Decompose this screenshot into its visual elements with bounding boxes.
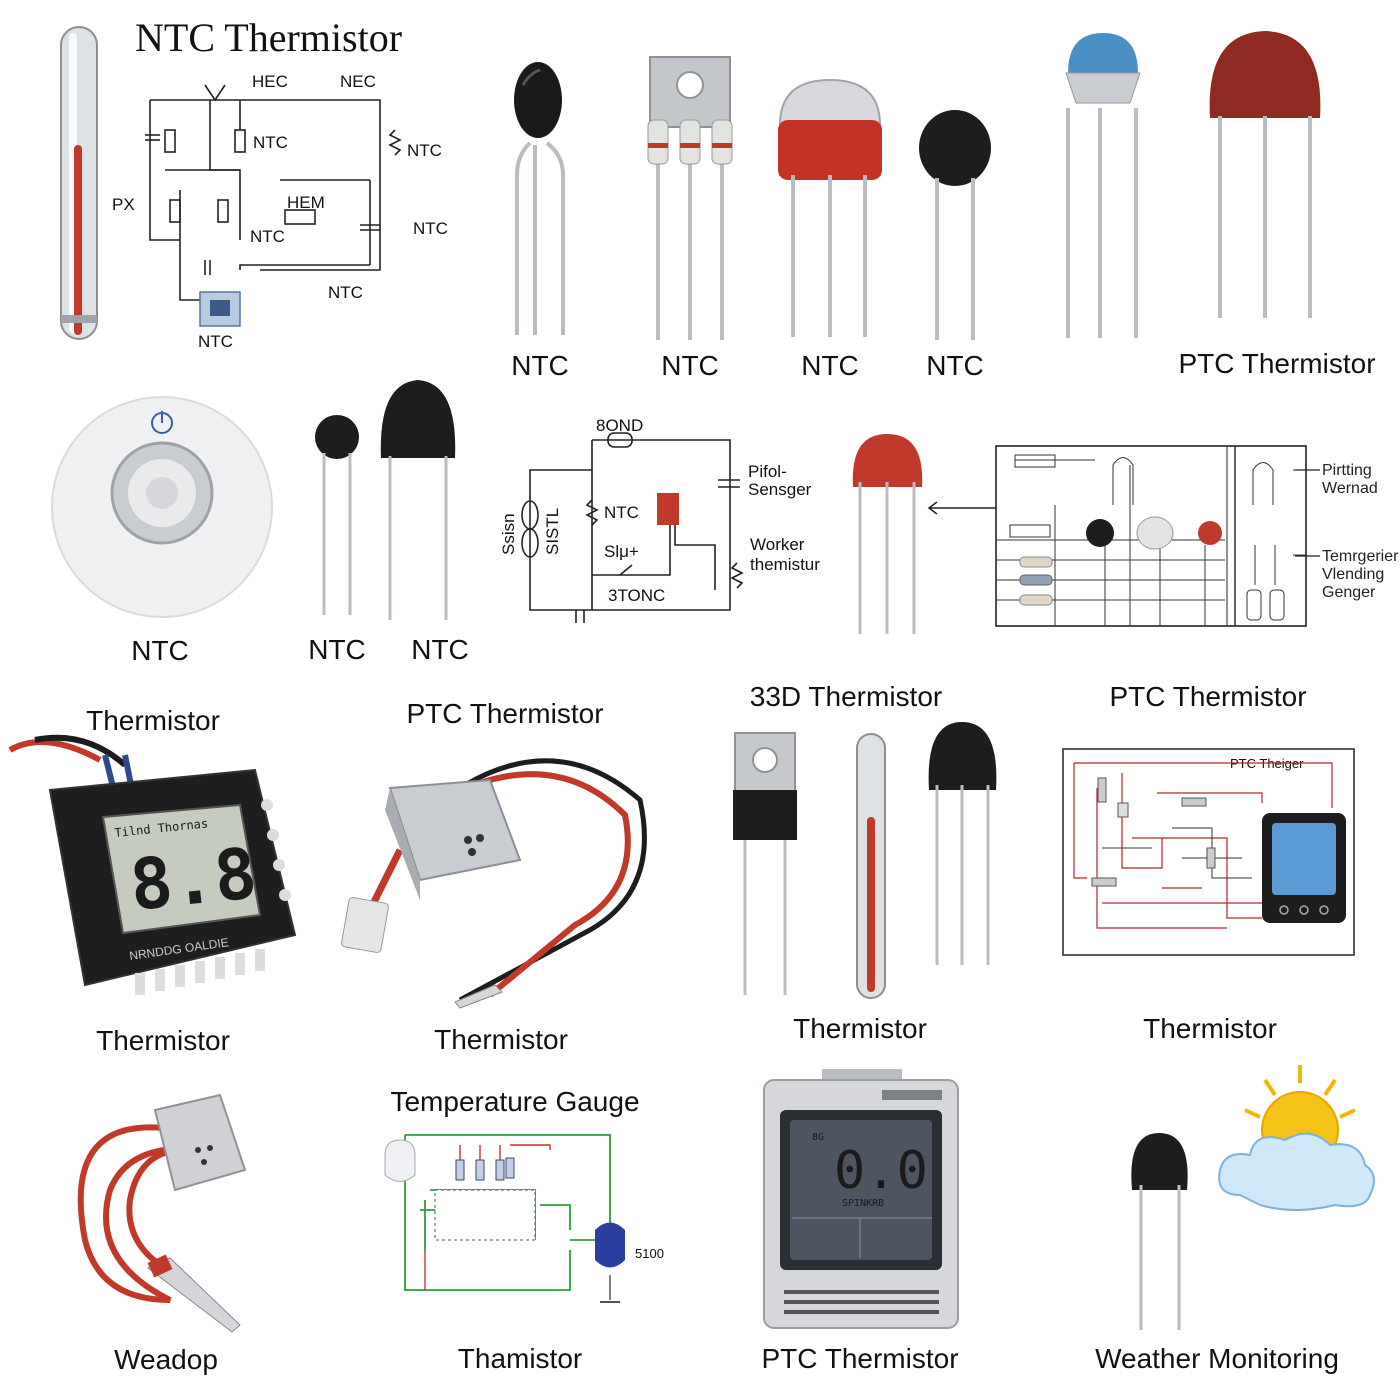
temperature-gauge-circuit: 5100	[384, 1134, 664, 1303]
thermistor-schematic-board	[995, 445, 1307, 627]
ptc-blue-cap-icon	[1065, 33, 1141, 338]
wired-probe-icon	[77, 1093, 247, 1333]
circuit-label: Slμ+	[604, 542, 639, 561]
ntc-tab-package-icon	[647, 56, 733, 340]
glass-probe-icon	[856, 733, 886, 999]
ntc-small-bead-icon	[315, 415, 359, 615]
component-label: 33D Thermistor	[749, 681, 943, 712]
ntc-large-bead-icon	[380, 380, 456, 620]
sensor-circuit-diagram: 8OND Pifol- Sensger NTC Slμ+ 3TONC Worke…	[499, 416, 820, 623]
ntc-circuit-diagram: HEC NEC NTC NTC PX HEM NTC NTC NTC NTC	[112, 72, 448, 351]
component-label: Thamistor	[457, 1343, 583, 1374]
page-title: NTC Thermistor	[135, 15, 403, 60]
component-label: PTC Thermistor	[1178, 348, 1376, 379]
arrow-left-icon	[927, 501, 997, 515]
thermistor-33d-tab-icon	[733, 732, 797, 995]
ntc-disc-black-icon	[919, 110, 991, 340]
component-label: Temperature Gauge	[390, 1086, 640, 1117]
gauge-label: 5100	[635, 1246, 664, 1261]
ntc-disc-red-icon	[778, 78, 882, 337]
circuit-label: Worker	[750, 535, 805, 554]
component-label: Weather Monitoring	[1095, 1343, 1339, 1374]
component-label: Weadop	[114, 1344, 218, 1375]
circuit-label: SISTL	[543, 508, 562, 555]
ptc-brown-disc-icon	[1209, 31, 1321, 318]
circuit-label: HEC	[252, 72, 288, 91]
weather-sun-cloud-icon	[1218, 1065, 1375, 1211]
circuit-label: Ssisn	[499, 513, 518, 555]
circuit-label: NTC	[198, 332, 233, 351]
circuit-label: PX	[112, 195, 135, 214]
component-label: Thermistor	[793, 1013, 927, 1044]
ptc-circuit-board: PTC Theiger	[1062, 748, 1355, 956]
component-label: NTC	[411, 634, 469, 665]
lcd-digits: 0.0	[834, 1141, 928, 1201]
circuit-label: NEC	[340, 72, 376, 91]
component-label: Thermistor	[1143, 1013, 1277, 1044]
lcd-digits: 8.8	[126, 832, 260, 927]
component-label: NTC	[661, 350, 719, 381]
component-label: NTC	[131, 635, 189, 666]
ntc-sensor-disc-icon	[51, 396, 273, 618]
circuit-label: NTC	[413, 219, 448, 238]
glass-probe-icon	[60, 26, 98, 340]
circuit-label: NTC	[253, 133, 288, 152]
circuit-label: NTC	[328, 283, 363, 302]
circuit-label: 8OND	[596, 416, 643, 435]
circuit-label: NTC	[407, 141, 442, 160]
component-label: NTC	[308, 634, 366, 665]
component-label: NTC	[926, 350, 984, 381]
ptc-red-dome-icon	[852, 434, 923, 634]
circuit-label: NTC	[604, 503, 639, 522]
ntc-bead-black-icon	[514, 62, 565, 335]
circuit-label: themistur	[750, 555, 820, 574]
lcd-top: 8G	[812, 1132, 824, 1143]
leader-line	[1295, 469, 1320, 557]
component-label: Thermistor	[434, 1024, 568, 1055]
circuit-label: 3TONC	[608, 586, 665, 605]
circuit-label: HEM	[287, 193, 325, 212]
component-label: PTC Thermistor	[761, 1343, 959, 1374]
circuit-label: NTC	[250, 227, 285, 246]
component-label: Thermistor	[96, 1025, 230, 1056]
component-label: Thermistor	[86, 705, 220, 736]
ntc-disc-black-icon	[928, 722, 997, 965]
thermistor-controller-device: Tilnd Thornas 8.8 NRNDDG OALDIE	[8, 734, 297, 995]
lcd-sub: SPINKRB	[842, 1198, 884, 1209]
component-label: NTC	[511, 350, 569, 381]
ptc-thermostat-device: 8G 0.0 SPINKRB	[763, 1069, 959, 1329]
component-label: NTC	[801, 350, 859, 381]
ptc-module-wired-icon	[341, 758, 647, 1009]
ntc-bead-black-icon	[1131, 1133, 1188, 1330]
circuit-label: Pifol-	[748, 462, 787, 481]
component-label: PTC Thermistor	[1109, 681, 1307, 712]
circuit-label: Sensger	[748, 480, 812, 499]
component-label: PTC Thermistor	[406, 698, 604, 729]
